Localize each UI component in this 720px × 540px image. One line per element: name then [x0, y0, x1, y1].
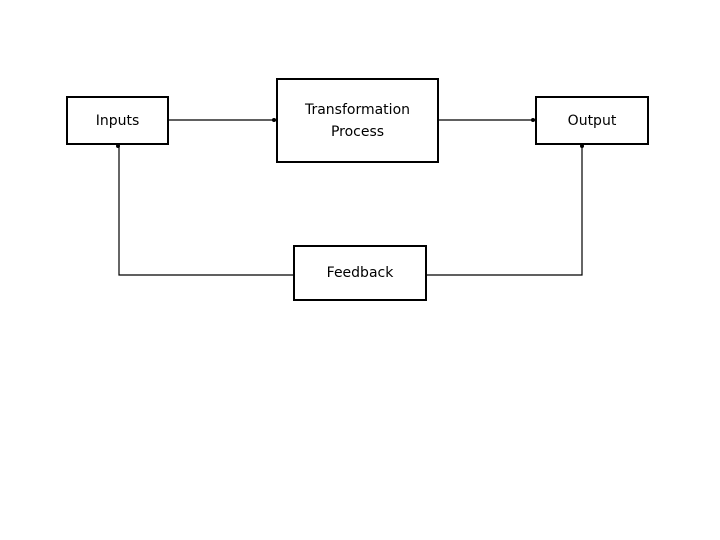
- transformation-label-line2: Process: [330, 123, 385, 140]
- connector-feedback-to-inputs: [118, 145, 293, 276]
- connector-dot: [272, 118, 276, 122]
- output-box: Output: [535, 96, 649, 145]
- connector-dot: [116, 144, 120, 148]
- connector-dot: [531, 118, 535, 122]
- connector-output-to-feedback: [427, 145, 583, 276]
- feedback-box: Feedback: [293, 245, 427, 301]
- transformation-process-label: Transformation Process: [305, 99, 410, 143]
- transformation-process-box: Transformation Process: [276, 78, 439, 163]
- feedback-label: Feedback: [326, 265, 394, 281]
- inputs-label: Inputs: [95, 112, 140, 129]
- output-label: Output: [567, 112, 617, 129]
- connector-dot: [580, 144, 584, 148]
- transformation-label-line1: Transformation: [304, 101, 411, 118]
- inputs-box: Inputs: [66, 96, 169, 145]
